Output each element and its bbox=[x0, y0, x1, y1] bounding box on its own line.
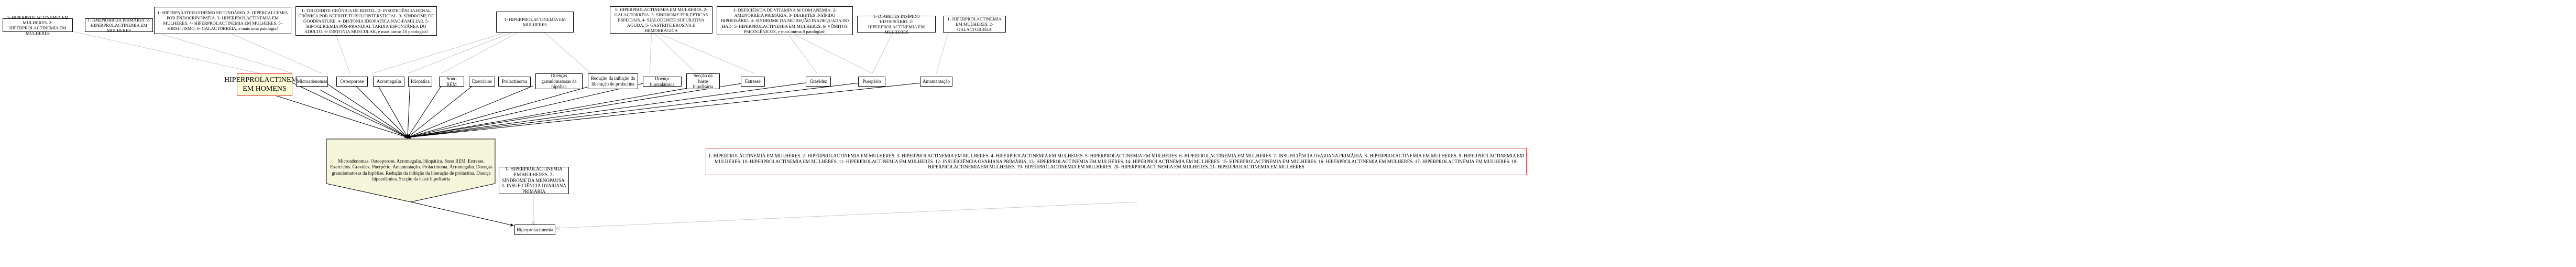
cause-node-text: Gravidez bbox=[809, 79, 827, 84]
cause-node-text: Estresse bbox=[745, 79, 761, 84]
cause-to-center-edges bbox=[258, 81, 937, 139]
cause-node-gravidez[interactable]: Gravidez bbox=[806, 77, 831, 87]
cause-node-text: Puerpério bbox=[862, 79, 881, 84]
cause-node-idiopatica[interactable]: Idiopática bbox=[408, 77, 432, 87]
cause-node-acromegalia[interactable]: Acromegalia bbox=[373, 77, 404, 87]
cause-node-text: Amamentação bbox=[923, 79, 950, 84]
right-node-menopausa[interactable]: 1- HIPERPROLACTINEMIA EM MULHERES. 2- SÍ… bbox=[499, 166, 569, 195]
top-node-6[interactable]: 1- HIPERPROLACTINEMIA EM MULHERES. 2- GA… bbox=[610, 6, 712, 34]
top-node-3-text: 1- HIPERPARATIREOIDISMO SECUNDÁRIO. 2- H… bbox=[157, 9, 288, 31]
top-node-6-text: 1- HIPERPROLACTINEMIA EM MULHERES. 2- GA… bbox=[614, 6, 708, 34]
top-node-5-text: 1- HIPERPROLACTINEMIA EM MULHERES bbox=[504, 16, 566, 27]
cause-node-estresse[interactable]: Estresse bbox=[741, 77, 765, 87]
cause-node-osteoporose[interactable]: Osteoporose bbox=[336, 77, 368, 87]
top-node-2-text: 1- AMENORRÉIA PRIMÁRIA. 2- HIPERPROLACTI… bbox=[87, 17, 150, 34]
cause-node-text: Exercícios bbox=[472, 79, 492, 84]
cause-node-sono-rem[interactable]: Sono REM bbox=[439, 76, 464, 87]
cause-node-microadenomas[interactable]: Microadenomas bbox=[296, 77, 328, 87]
top-node-3[interactable]: 1- HIPERPARATIREOIDISMO SECUNDÁRIO. 2- H… bbox=[154, 7, 291, 34]
top-node-4-text: 1- TIREOIDITE CRÔNICA DE RIEDEL. 2- INSU… bbox=[298, 7, 434, 35]
cause-node-text: Microadenomas bbox=[297, 79, 327, 84]
cause-node-text: Doenças granulomatosas da hipófise bbox=[541, 72, 577, 90]
cause-node-text: Secção da haste hipofisária bbox=[693, 72, 714, 90]
cause-node-homens-text: HIPERPROLACTINEMIA EM HOMENS bbox=[224, 76, 305, 93]
right-node-menopausa-text: 1- HIPERPROLACTINEMIA EM MULHERES. 2- SÍ… bbox=[501, 166, 566, 195]
top-node-9-text: 1- HIPERPROLACTINEMIA EM MULHERES. 2- GA… bbox=[947, 16, 1002, 33]
cause-node-text: Acromegalia bbox=[376, 79, 401, 84]
cause-node-reducao-inibicao[interactable]: Redução da inibição da liberação de prol… bbox=[588, 73, 638, 89]
top-node-2[interactable]: 1- AMENORRÉIA PRIMÁRIA. 2- HIPERPROLACTI… bbox=[85, 17, 153, 34]
top-node-4[interactable]: 1- TIREOIDITE CRÔNICA DE RIEDEL. 2- INSU… bbox=[295, 6, 437, 36]
center-node-text: Microadenomas. Osteoporose. Acromegalia.… bbox=[330, 158, 492, 181]
cause-node-text: Doença hipotalâmica bbox=[650, 76, 675, 87]
cause-node-text: Idiopática bbox=[411, 79, 430, 84]
cause-node-text: Osteoporose bbox=[340, 79, 364, 84]
cause-node-text: Prolactinoma bbox=[502, 79, 527, 84]
cause-node-puerperio[interactable]: Puerpério bbox=[858, 77, 885, 87]
to-result-edges bbox=[410, 195, 1137, 228]
cause-node-amamentacao[interactable]: Amamentação bbox=[920, 77, 952, 87]
top-node-9[interactable]: 1- HIPERPROLACTINEMIA EM MULHERES. 2- GA… bbox=[943, 16, 1006, 33]
right-node-mulheres-list[interactable]: 1- HIPERPROLACTINEMIA EM MULHERES. 2- HI… bbox=[706, 148, 1527, 175]
cause-node-homens[interactable]: HIPERPROLACTINEMIA EM HOMENS bbox=[224, 73, 305, 96]
cause-node-doencas-granulomatosas[interactable]: Doenças granulomatosas da hipófise bbox=[535, 73, 583, 89]
top-node-7[interactable]: 1- DEFICIÊNCIA DE VITAMINA M COM ANEMIA.… bbox=[717, 6, 853, 35]
top-node-8[interactable]: 1- DIABETES INSÍPIDO HIPOFISÁRIO. 2- HIP… bbox=[857, 13, 936, 35]
cause-node-exercicios[interactable]: Exercícios bbox=[469, 77, 495, 87]
top-node-5[interactable]: 1- HIPERPROLACTINEMIA EM MULHERES bbox=[496, 12, 574, 33]
center-node-shape bbox=[326, 138, 496, 202]
result-node[interactable]: Hiperprolactinemia bbox=[514, 225, 555, 235]
cause-node-text: Redução da inibição da liberação de prol… bbox=[590, 76, 635, 87]
cause-node-seccao-haste[interactable]: Secção da haste hipofisária bbox=[686, 73, 720, 89]
top-node-7-text: 1- DEFICIÊNCIA DE VITAMINA M COM ANEMIA.… bbox=[720, 7, 849, 34]
top-node-1[interactable]: 1- HIPERPROLACTINEMIA EM MULHERES. 2- HI… bbox=[3, 15, 73, 36]
cause-node-text: Sono REM bbox=[446, 76, 457, 87]
result-node-text: Hiperprolactinemia bbox=[517, 227, 553, 232]
cause-node-doenca-hipotalamica[interactable]: Doença hipotalâmica bbox=[643, 76, 682, 87]
top-node-8-text: 1- DIABETES INSÍPIDO HIPOFISÁRIO. 2- HIP… bbox=[868, 13, 925, 35]
right-node-mulheres-list-text: 1- HIPERPROLACTINEMIA EM MULHERES. 2- HI… bbox=[708, 153, 1524, 170]
cause-node-prolactinoma[interactable]: Prolactinoma bbox=[498, 77, 531, 87]
top-node-1-text: 1- HIPERPROLACTINEMIA EM MULHERES. 2- HI… bbox=[7, 14, 69, 36]
